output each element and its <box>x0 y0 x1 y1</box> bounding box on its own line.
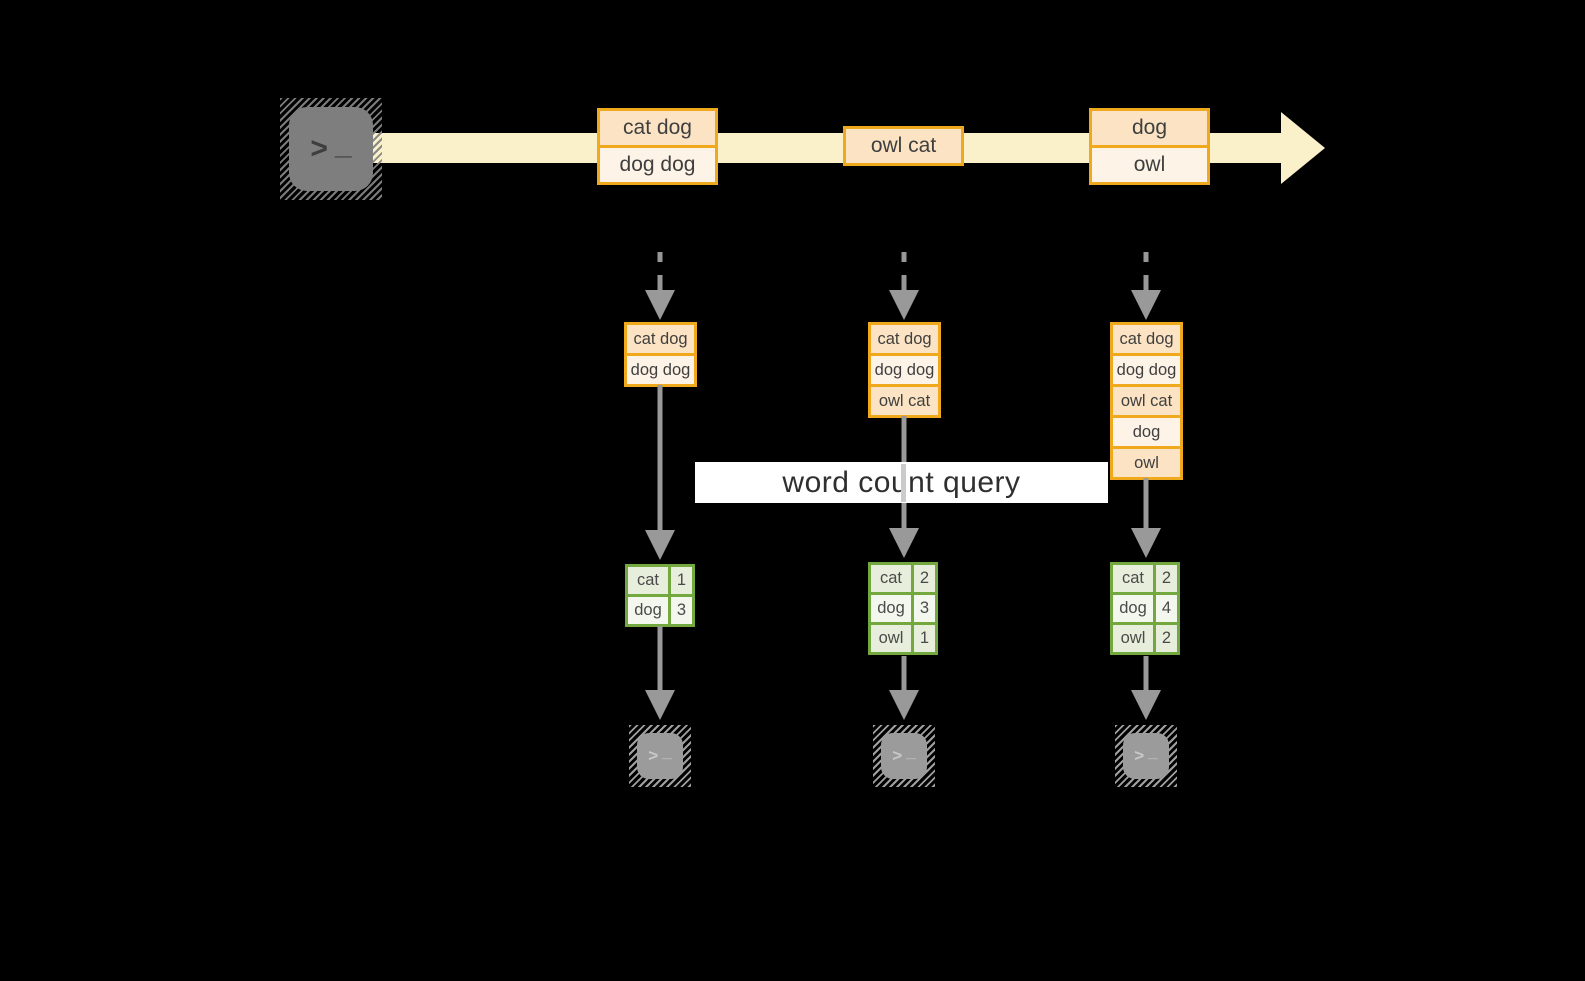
count-row: owl 1 <box>868 622 938 655</box>
terminal-prompt: > <box>892 746 903 765</box>
terminal-prompt: > <box>648 746 659 765</box>
stream-batch-2: owl cat <box>843 126 964 166</box>
sink-terminal-icon: > _ <box>1115 725 1177 787</box>
count-table-2: cat 2 dog 3 owl 1 <box>868 562 938 655</box>
micro-batch-record: cat dog <box>624 322 697 356</box>
count-word-cell: dog <box>1110 592 1156 625</box>
stream-batch-3: dog owl <box>1089 108 1210 185</box>
count-value-cell: 1 <box>911 622 938 655</box>
sink-terminal-icon: > _ <box>873 725 935 787</box>
count-row: cat 2 <box>868 562 938 595</box>
micro-batch-record: dog <box>1110 415 1183 449</box>
count-value-cell: 4 <box>1153 592 1180 625</box>
stream-record: dog dog <box>597 145 718 185</box>
stream-record: owl cat <box>843 126 964 166</box>
terminal-cursor: _ <box>334 128 352 161</box>
micro-batch-record: dog dog <box>868 353 941 387</box>
micro-batch-record: owl cat <box>1110 384 1183 418</box>
count-word-cell: dog <box>868 592 914 625</box>
count-row: dog 3 <box>868 592 938 625</box>
count-row: owl 2 <box>1110 622 1180 655</box>
terminal-prompt: > <box>310 132 328 165</box>
sink-terminal-icon: > _ <box>629 725 691 787</box>
count-word-cell: dog <box>625 594 671 627</box>
stream-batch-1: cat dog dog dog <box>597 108 718 185</box>
terminal-cursor: _ <box>1148 742 1158 761</box>
micro-batch-2: cat dog dog dog owl cat <box>868 322 941 418</box>
terminal-cursor: _ <box>662 742 672 761</box>
count-row: cat 2 <box>1110 562 1180 595</box>
arrow-over-banner <box>901 464 906 502</box>
stream-record: owl <box>1089 145 1210 185</box>
source-terminal-icon: > _ <box>280 98 382 200</box>
count-row: dog 4 <box>1110 592 1180 625</box>
terminal-prompt: > <box>1134 746 1145 765</box>
count-value-cell: 3 <box>668 594 695 627</box>
micro-batch-1: cat dog dog dog <box>624 322 697 387</box>
micro-batch-record: dog dog <box>1110 353 1183 387</box>
terminal-cursor: _ <box>906 742 916 761</box>
count-word-cell: cat <box>868 562 914 595</box>
stream-arrowhead-icon <box>1281 112 1325 184</box>
count-row: dog 3 <box>625 594 695 627</box>
count-value-cell: 3 <box>911 592 938 625</box>
count-value-cell: 2 <box>1153 622 1180 655</box>
count-table-1: cat 1 dog 3 <box>625 564 695 627</box>
stream-record: cat dog <box>597 108 718 148</box>
micro-batch-record: dog dog <box>624 353 697 387</box>
count-table-3: cat 2 dog 4 owl 2 <box>1110 562 1180 655</box>
